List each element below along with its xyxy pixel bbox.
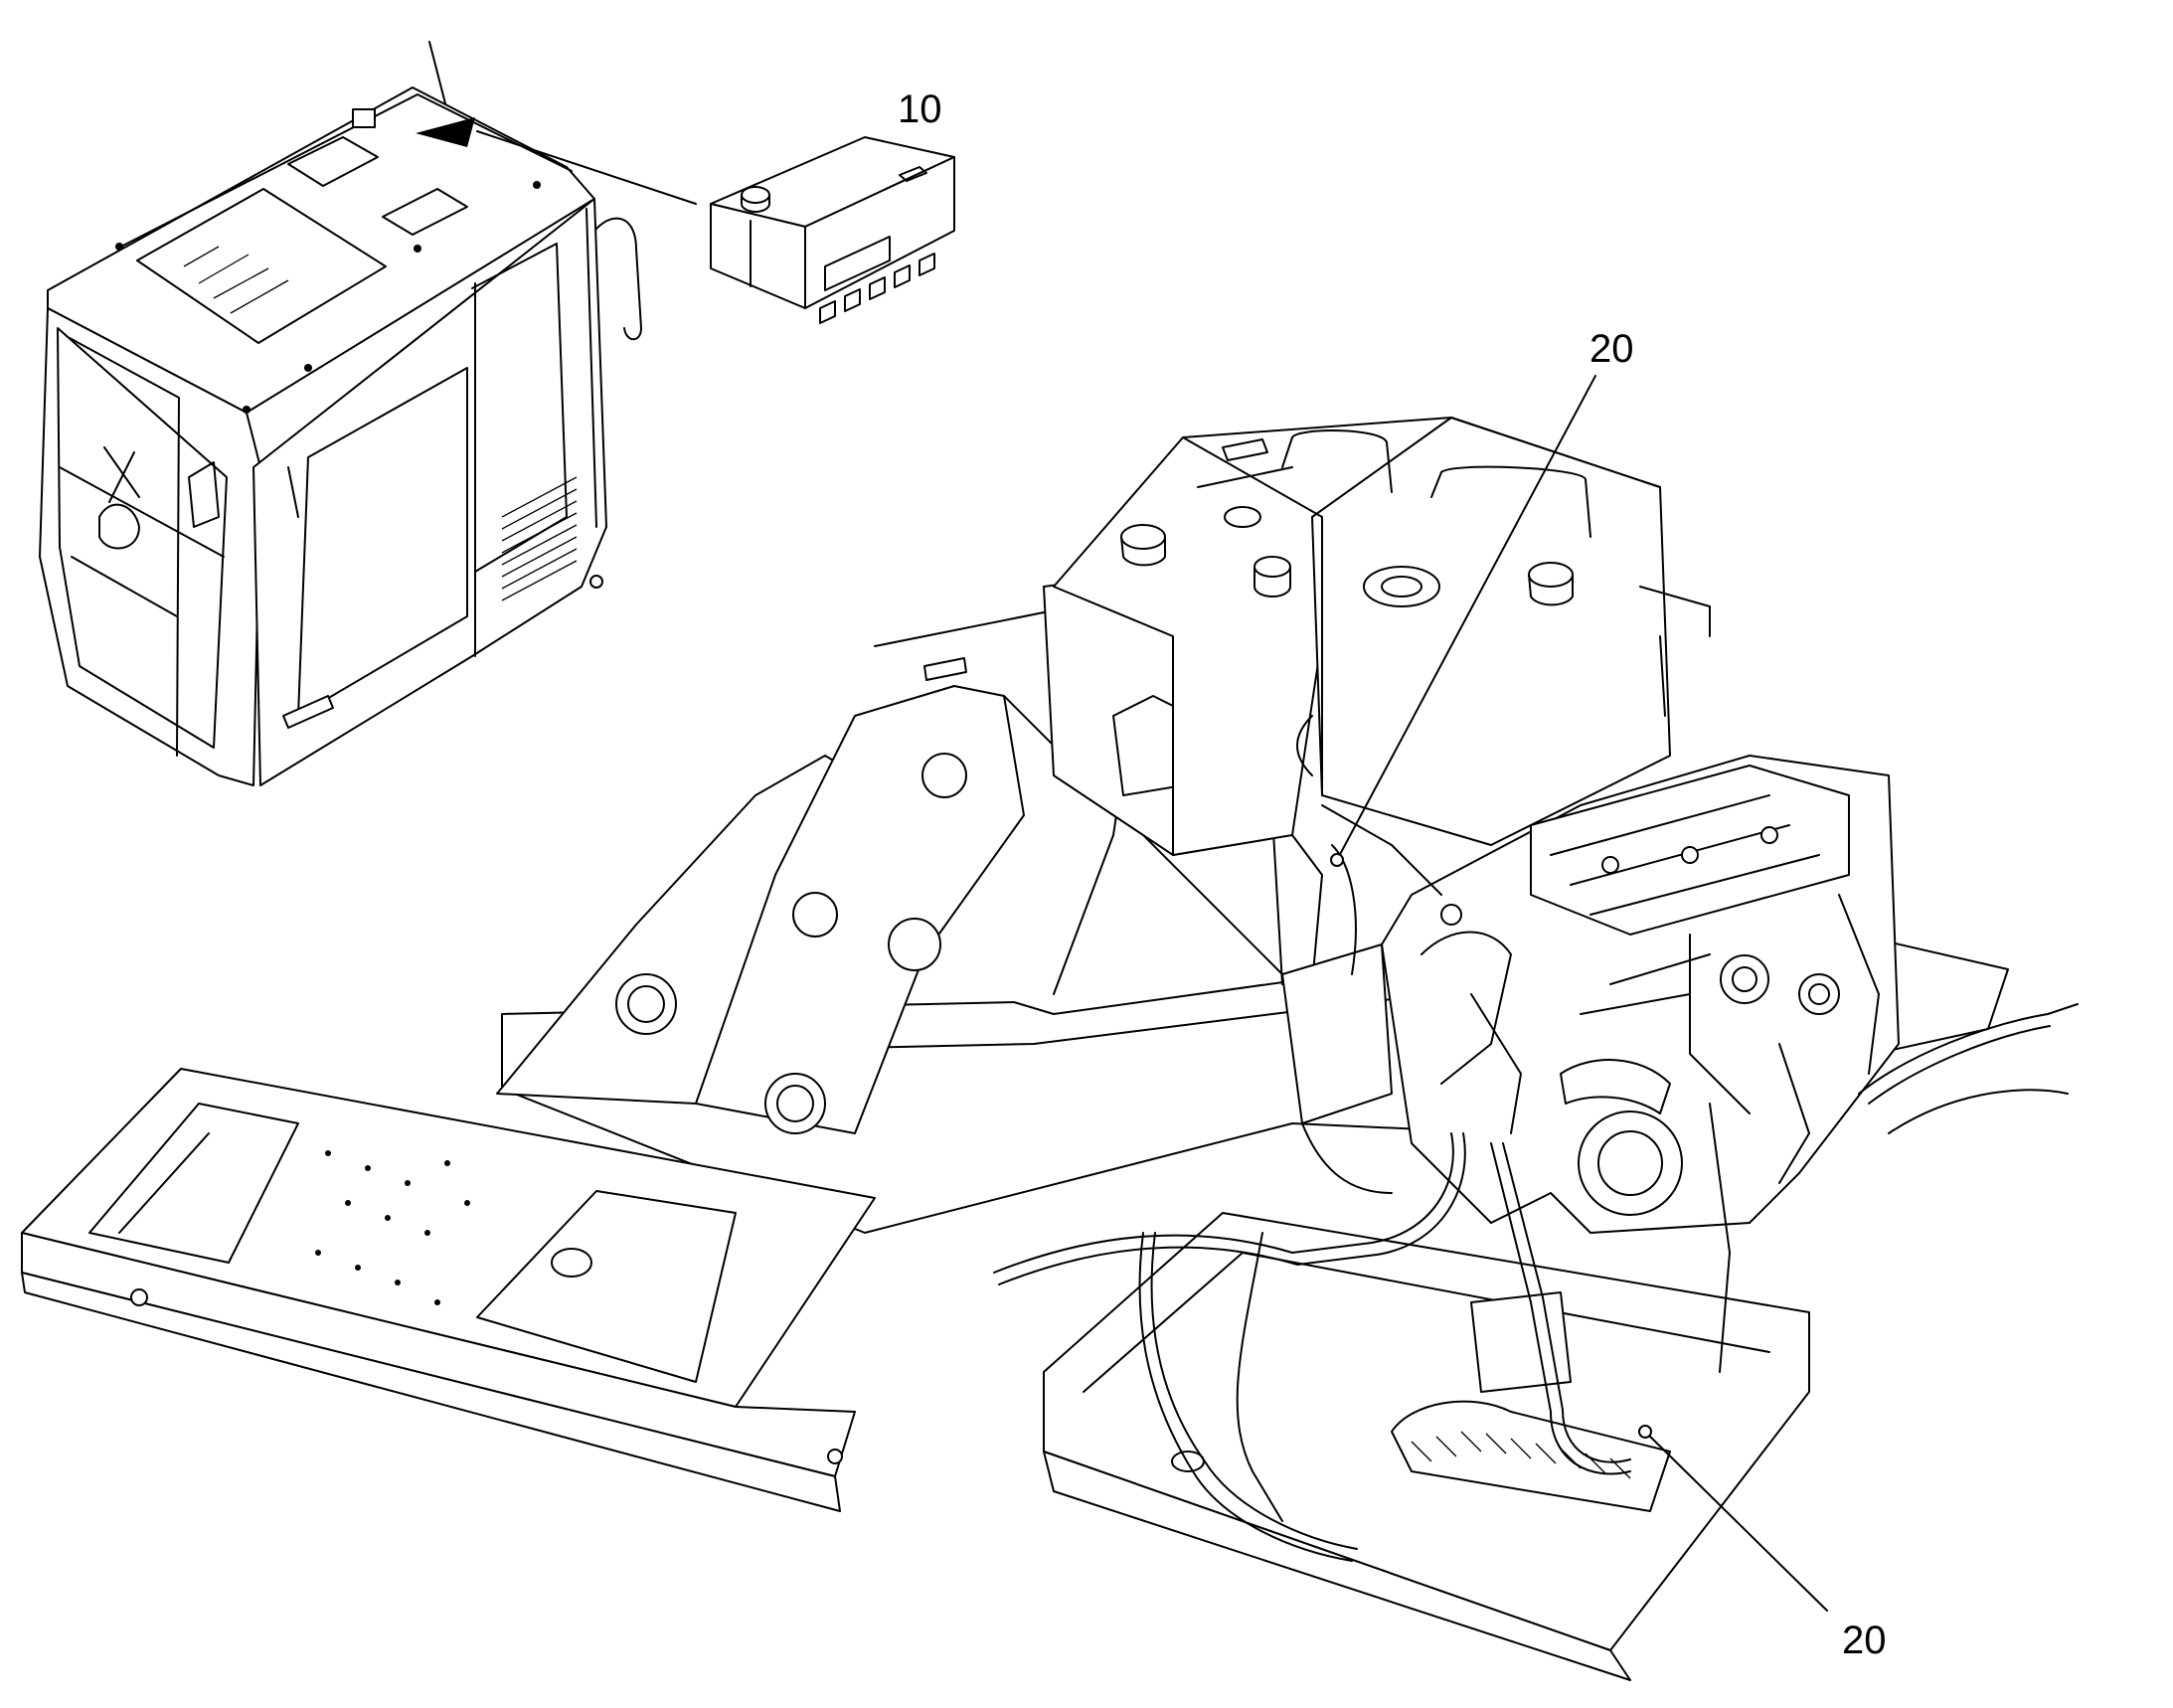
part-10-display-unit <box>710 136 955 324</box>
engine-assembly <box>1281 755 1900 1234</box>
callout-label-20-upper: 20 <box>1589 327 1634 371</box>
operator-cab <box>39 41 642 786</box>
lower-frame-tray <box>1043 1212 1810 1681</box>
callout-label-20-lower: 20 <box>1842 1619 1887 1662</box>
callout-label-10: 10 <box>898 87 942 131</box>
installation-arrow <box>416 117 697 205</box>
callout-leader-lines <box>1330 375 1828 1612</box>
wiring-harness <box>993 715 2079 1562</box>
cab-floor-plate <box>21 1068 876 1512</box>
